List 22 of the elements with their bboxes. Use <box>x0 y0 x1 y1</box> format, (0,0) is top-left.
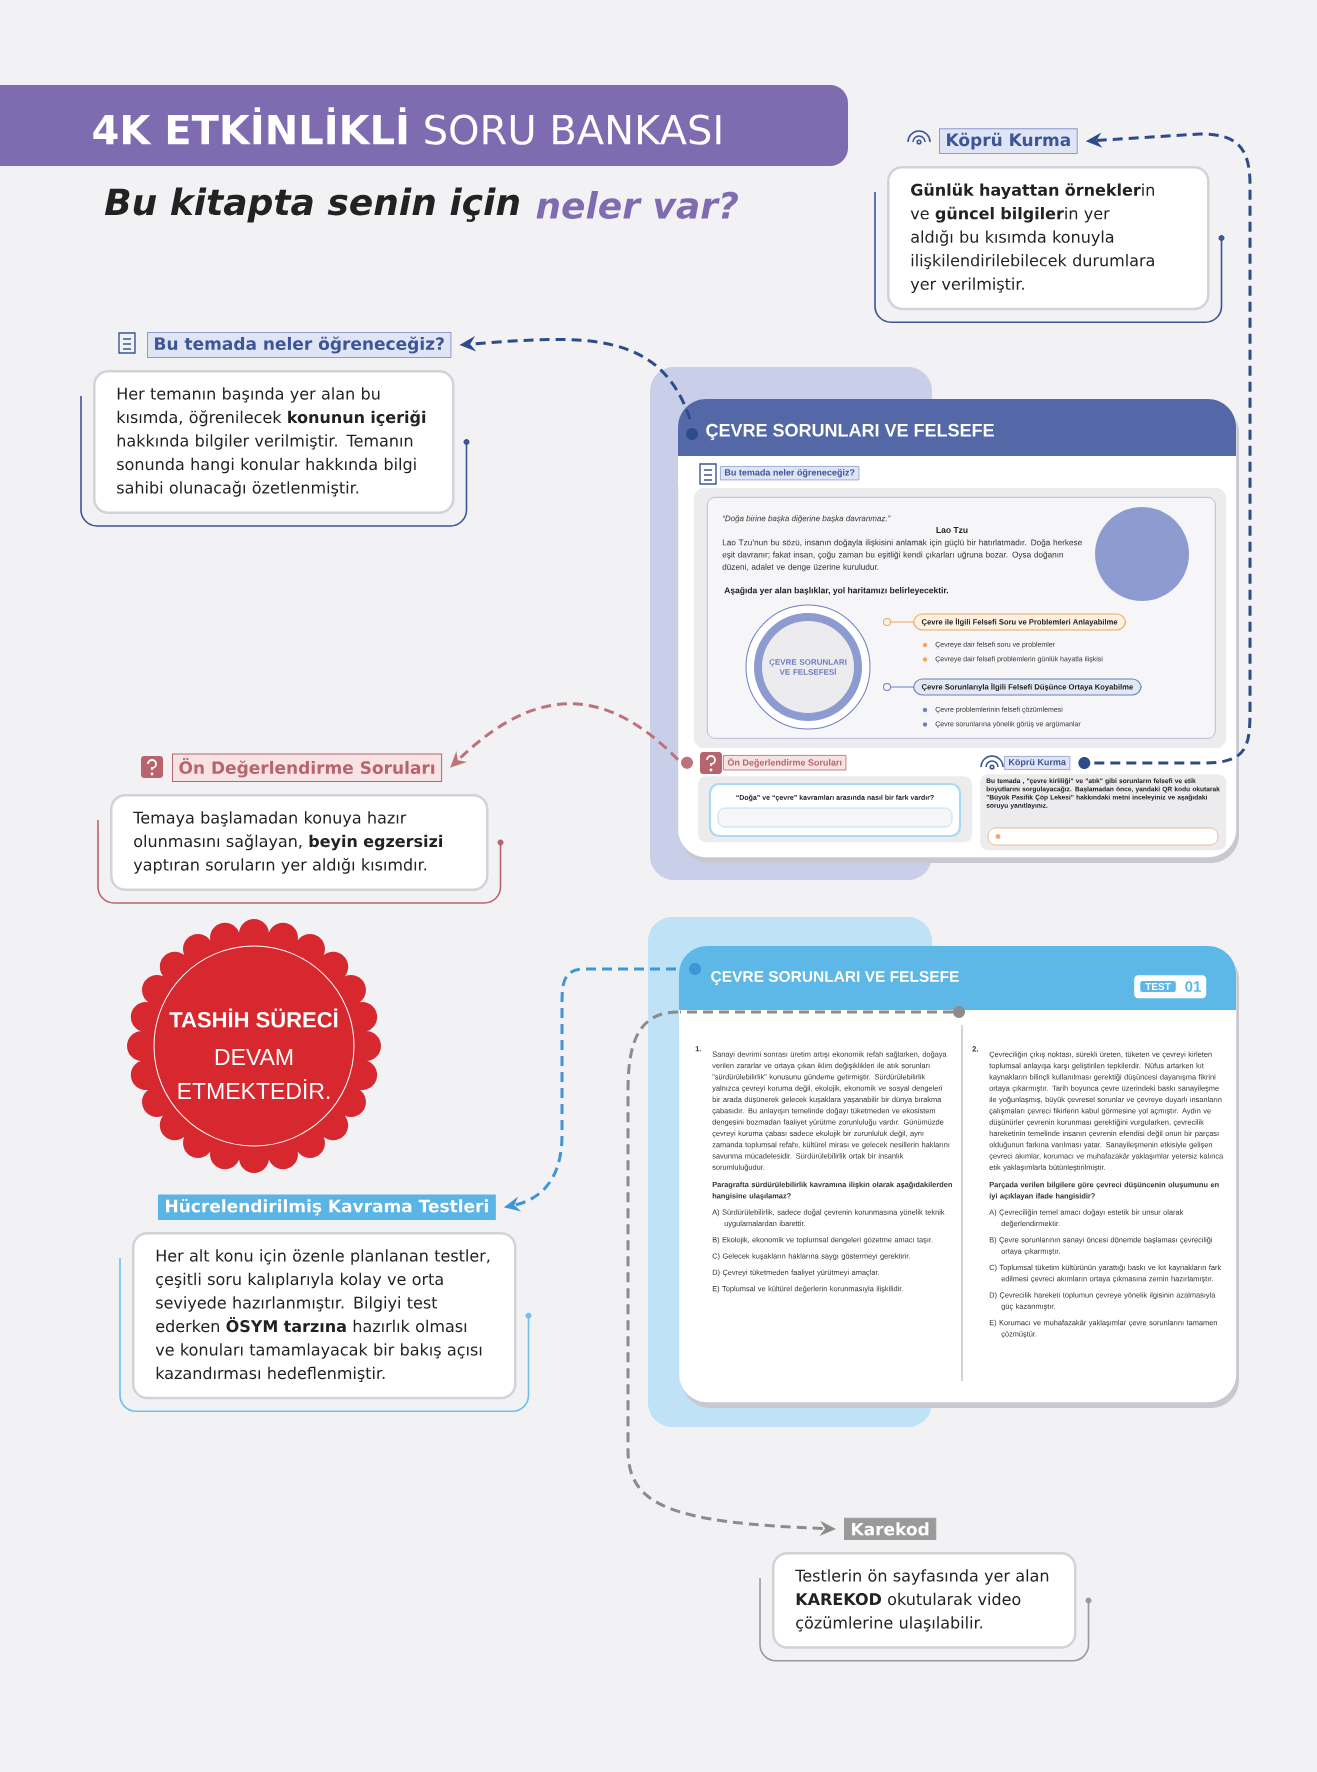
subtitle-highlight: neler var? <box>536 191 738 219</box>
author-name: Lao Tzu <box>936 527 968 533</box>
heading-tag: Bu temada neler öğreneceğiz? <box>720 466 860 481</box>
heading-tag: Karekod <box>844 1517 937 1540</box>
stamp-text: DEVAM ETMEKTEDİR. <box>178 1049 330 1099</box>
text-box: Temaya başlamadan konuya hazır olunmasını sağlayan, beyin egzersizi yaptıran soruların yer aldığı kısımdır. <box>110 794 489 891</box>
text-box: Her temanın başında yer alan bu kısımda, öğrenilecek konunun içeriği hakkında bilgiler verilmiştir. Temanın sonunda hangi konular hakkında bilgi sahibi olunacağı özetlenmiştir. <box>93 370 455 514</box>
text-box: Her alt konu için özenle planlanan testler, çeşitli soru kalıplarıyla kolay ve orta seviyede hazırlanmıştır. Bilgiyi test ederken ÖSYM tarzına hazırlık olması ve konuları tamamlayacak bir bakış açısı kazandırması hedeflenmiştir. <box>132 1232 517 1400</box>
stamp-text: TASHİH SÜRECİ <box>169 1008 338 1028</box>
heading-tag: Köprü Kurma <box>939 128 1078 154</box>
text-box: Günlük hayattan örneklerin ve güncel bilgilerin yer aldığı bu kısımda konuyla ilişkilendirilebilecek durumlara yer verilmiştir. <box>887 166 1210 311</box>
heading-tag: Bu temada neler öğreneceğiz? <box>147 332 452 358</box>
title-banner: 4K ETKİNLİKLİ SORU BANKASI <box>0 85 848 166</box>
heading-tag: Ön Değerlendirme Soruları <box>172 753 443 782</box>
text-box: Testlerin ön sayfasında yer alan KAREKOD okutularak video çözümlerine ulaşılabilir. <box>772 1552 1077 1649</box>
subtitle: Bu kitapta senin için <box>104 187 519 223</box>
heading-tag: Hücrelendirilmiş Kavrama Testleri <box>158 1194 496 1220</box>
paragraph: Lao Tzu’nun bu sözü, insanın doğayla ilişkisini anlamak için güçlü bir hatırlatmadır. Doğa herkese eşit davranır; fakat insan, çoğu zaman bu eşitliği kendi çıkarları uğruna bozar. Oysa doğanın düzeni, adalet ve denge üzerine kuruludur. <box>722 539 1082 572</box>
heading-tag: Ön Değerlendirme Soruları <box>723 755 847 771</box>
quote-text: “Doğa birine başka diğerine başka davranmaz.” <box>722 515 891 523</box>
heading-tag: Köprü Kurma <box>1004 756 1071 770</box>
paragraph: Aşağıda yer alan başlıklar, yol haritamızı belirleyecektir. <box>724 586 949 596</box>
